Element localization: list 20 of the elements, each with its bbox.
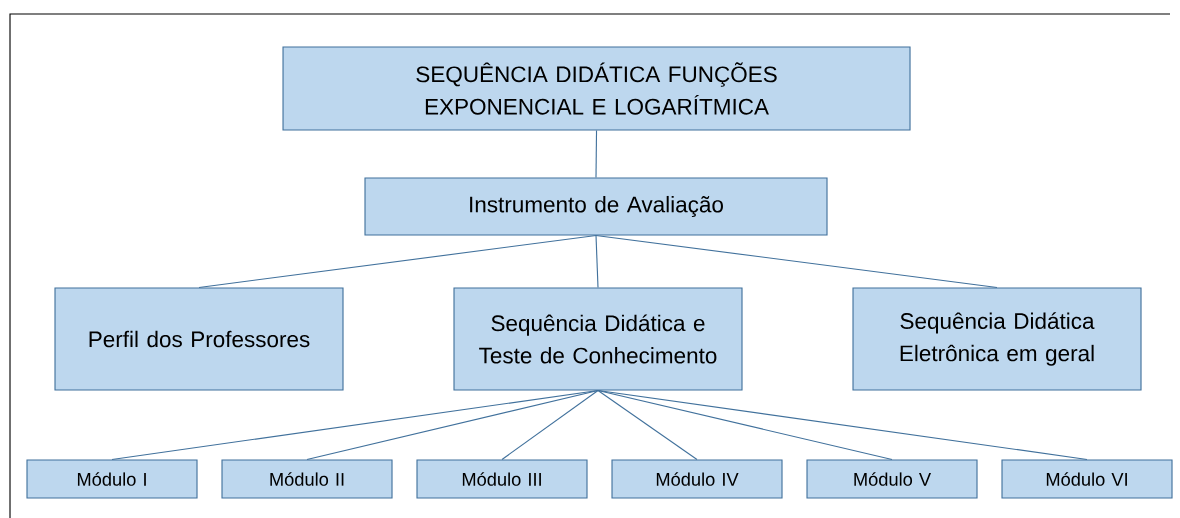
connector-line xyxy=(595,130,598,178)
process-box: Módulo III xyxy=(416,459,588,499)
connector-line xyxy=(595,235,998,288)
connector-line xyxy=(597,390,1088,460)
process-box: Sequência Didática e Teste de Conhecimento xyxy=(453,287,743,391)
process-box: Módulo VI xyxy=(1001,459,1173,499)
connector-line xyxy=(501,390,599,460)
process-box: Sequência Didática Eletrônica em geral xyxy=(852,287,1142,391)
connector-line xyxy=(595,235,599,288)
connector-line xyxy=(306,390,599,460)
process-box: Módulo V xyxy=(806,459,978,499)
connector-line xyxy=(198,235,597,288)
process-box: Módulo I xyxy=(26,459,198,499)
process-box: Perfil dos Professores xyxy=(54,287,344,391)
process-box: SEQUÊNCIA DIDÁTICA FUNÇÕES EXPONENCIAL E LOGARÍTMICA xyxy=(282,46,911,131)
connector-line xyxy=(597,390,893,460)
process-box: Instrumento de Avaliação xyxy=(364,177,828,236)
process-box: Módulo II xyxy=(221,459,393,499)
connector-line xyxy=(597,390,698,460)
process-box: Módulo IV xyxy=(611,459,783,499)
